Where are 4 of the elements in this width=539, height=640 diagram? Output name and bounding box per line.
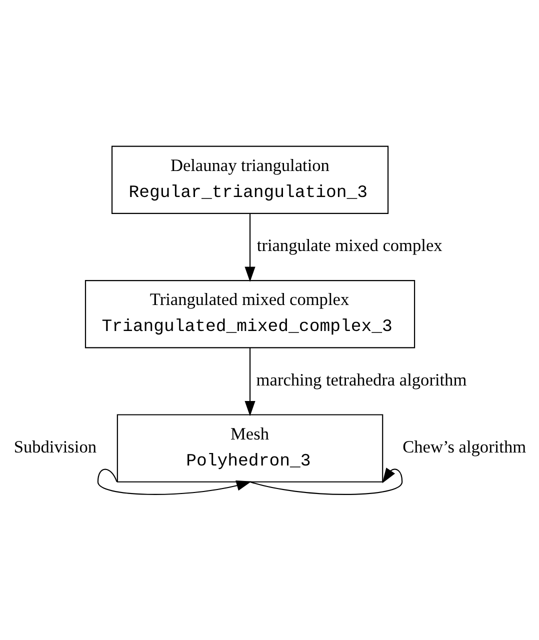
- edge-label: triangulate mixed complex: [256, 236, 442, 255]
- edge-label: Subdivision: [14, 436, 97, 456]
- edge-label: marching tetrahedra algorithm: [256, 370, 467, 389]
- edge-label: Chew’s algorithm: [402, 436, 526, 456]
